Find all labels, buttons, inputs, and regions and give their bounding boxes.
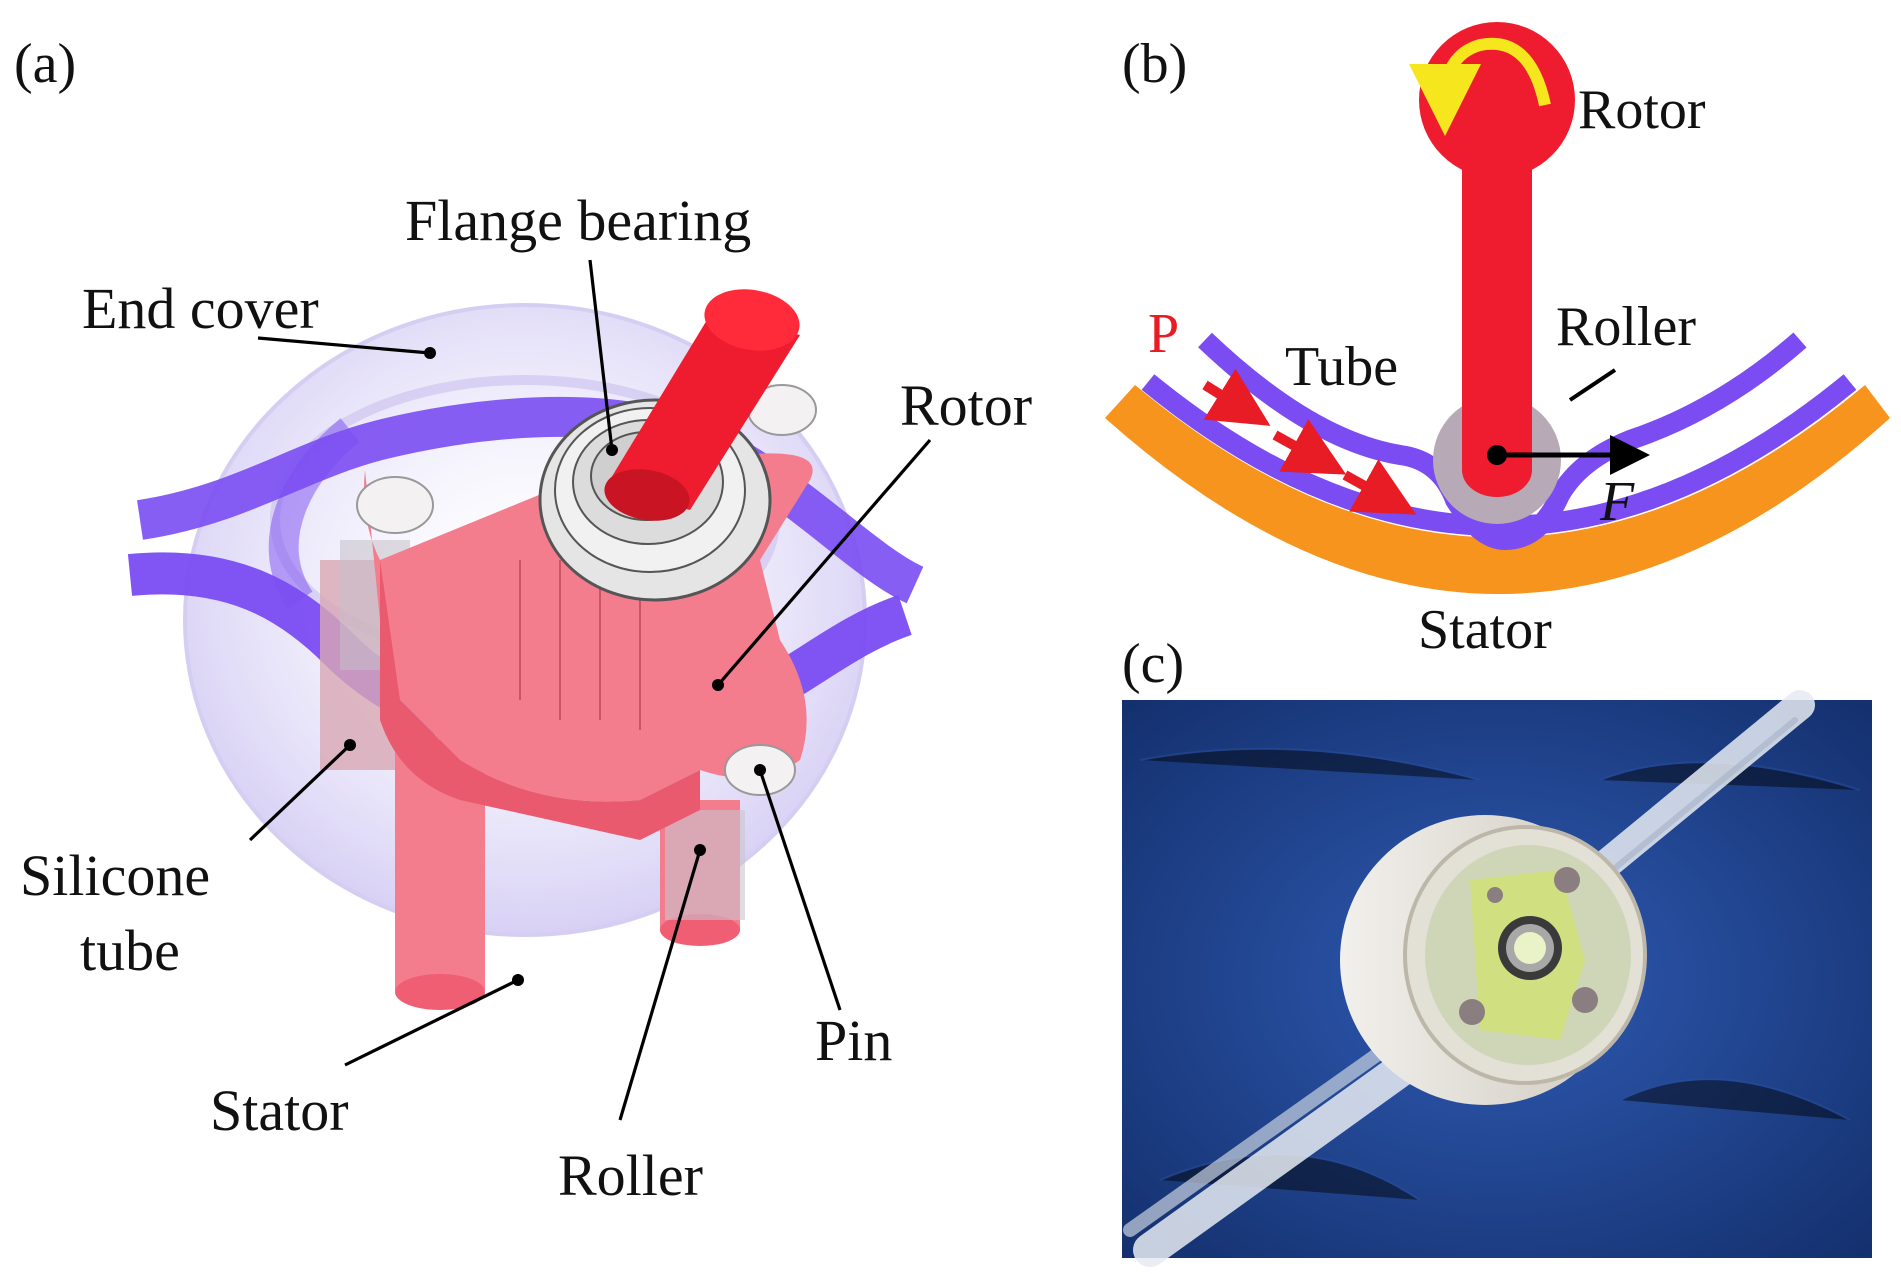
label-silicone: Silicone — [20, 843, 210, 908]
label-rotor-b: Rotor — [1578, 79, 1706, 141]
roller-leader — [1568, 368, 1617, 402]
label-force: F — [1599, 471, 1635, 533]
panel-a: (a) — [14, 33, 1032, 1208]
panel-b-tag: (b) — [1122, 33, 1187, 95]
photo-pump — [1340, 815, 1647, 1105]
label-stator-a: Stator — [210, 1078, 349, 1143]
label-flange-bearing: Flange bearing — [405, 188, 751, 253]
label-roller-b: Roller — [1556, 296, 1696, 358]
label-pin: Pin — [815, 1008, 892, 1073]
stator-shape-b — [1105, 385, 1890, 594]
panel-a-leaders — [248, 259, 932, 1121]
panel-b: (b) Rotor Roller Tube P F Stator — [1105, 22, 1890, 661]
panel-c: (c) — [1122, 633, 1872, 1267]
label-tube-a: tube — [80, 918, 180, 983]
label-end-cover: End cover — [82, 276, 319, 341]
rotor-shaft-shape — [604, 289, 800, 521]
label-tube-b: Tube — [1285, 336, 1398, 398]
tube-lower-wall — [1141, 374, 1857, 536]
flow-arrows — [1202, 368, 1417, 515]
panel-c-tag: (c) — [1122, 633, 1184, 695]
label-roller-a: Roller — [558, 1143, 703, 1208]
label-stator-b: Stator — [1418, 599, 1552, 661]
tube-upper-wall — [1198, 332, 1807, 551]
label-rotor-a: Rotor — [900, 373, 1032, 438]
rotor-arm-front — [1462, 300, 1532, 470]
panel-a-tag: (a) — [14, 33, 76, 95]
label-pressure: P — [1148, 303, 1179, 365]
rotation-arrow — [1409, 37, 1551, 136]
